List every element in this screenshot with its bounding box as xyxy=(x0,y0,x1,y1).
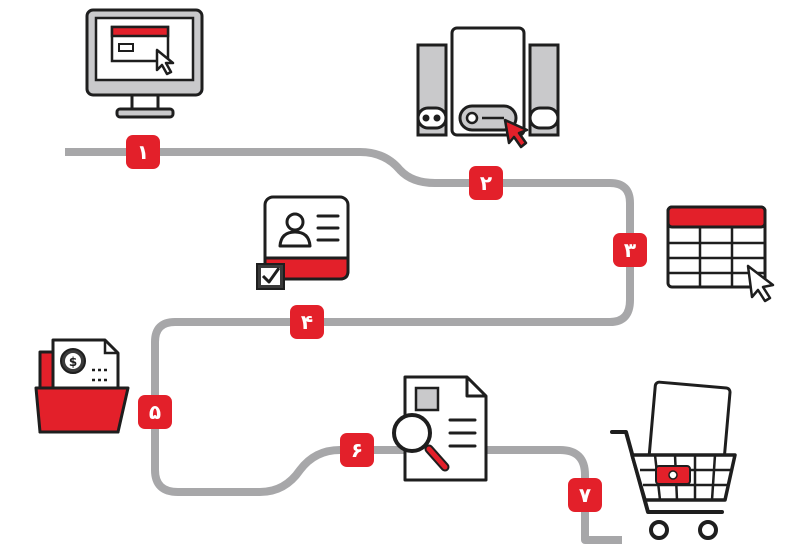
step-badge: ۳ xyxy=(613,233,647,267)
id-card-check-icon xyxy=(256,195,350,290)
svg-text:$: $ xyxy=(69,355,77,369)
step-badge: ۱ xyxy=(126,135,160,169)
step-badge: ۶ xyxy=(340,433,374,467)
process-path xyxy=(65,148,634,544)
step-badge: ۴ xyxy=(290,305,324,339)
step-number: ۱ xyxy=(137,140,149,164)
step-badge: ۵ xyxy=(138,395,172,429)
step-number: ۷ xyxy=(579,483,591,507)
step-badge: ۷ xyxy=(568,478,602,512)
step-number: ۵ xyxy=(149,400,161,424)
server-button-icon xyxy=(416,26,560,149)
step-number: ۴ xyxy=(301,310,313,334)
desktop-computer-icon xyxy=(85,8,204,119)
step-badge: ۲ xyxy=(469,166,503,200)
shopping-cart-icon xyxy=(610,380,737,540)
step-number: ۳ xyxy=(624,238,636,262)
step-number: ۲ xyxy=(480,171,492,195)
invoice-folder-icon: $ xyxy=(34,338,130,434)
document-search-icon xyxy=(392,375,488,482)
step-number: ۶ xyxy=(351,438,363,462)
table-sheet-icon xyxy=(666,205,775,303)
